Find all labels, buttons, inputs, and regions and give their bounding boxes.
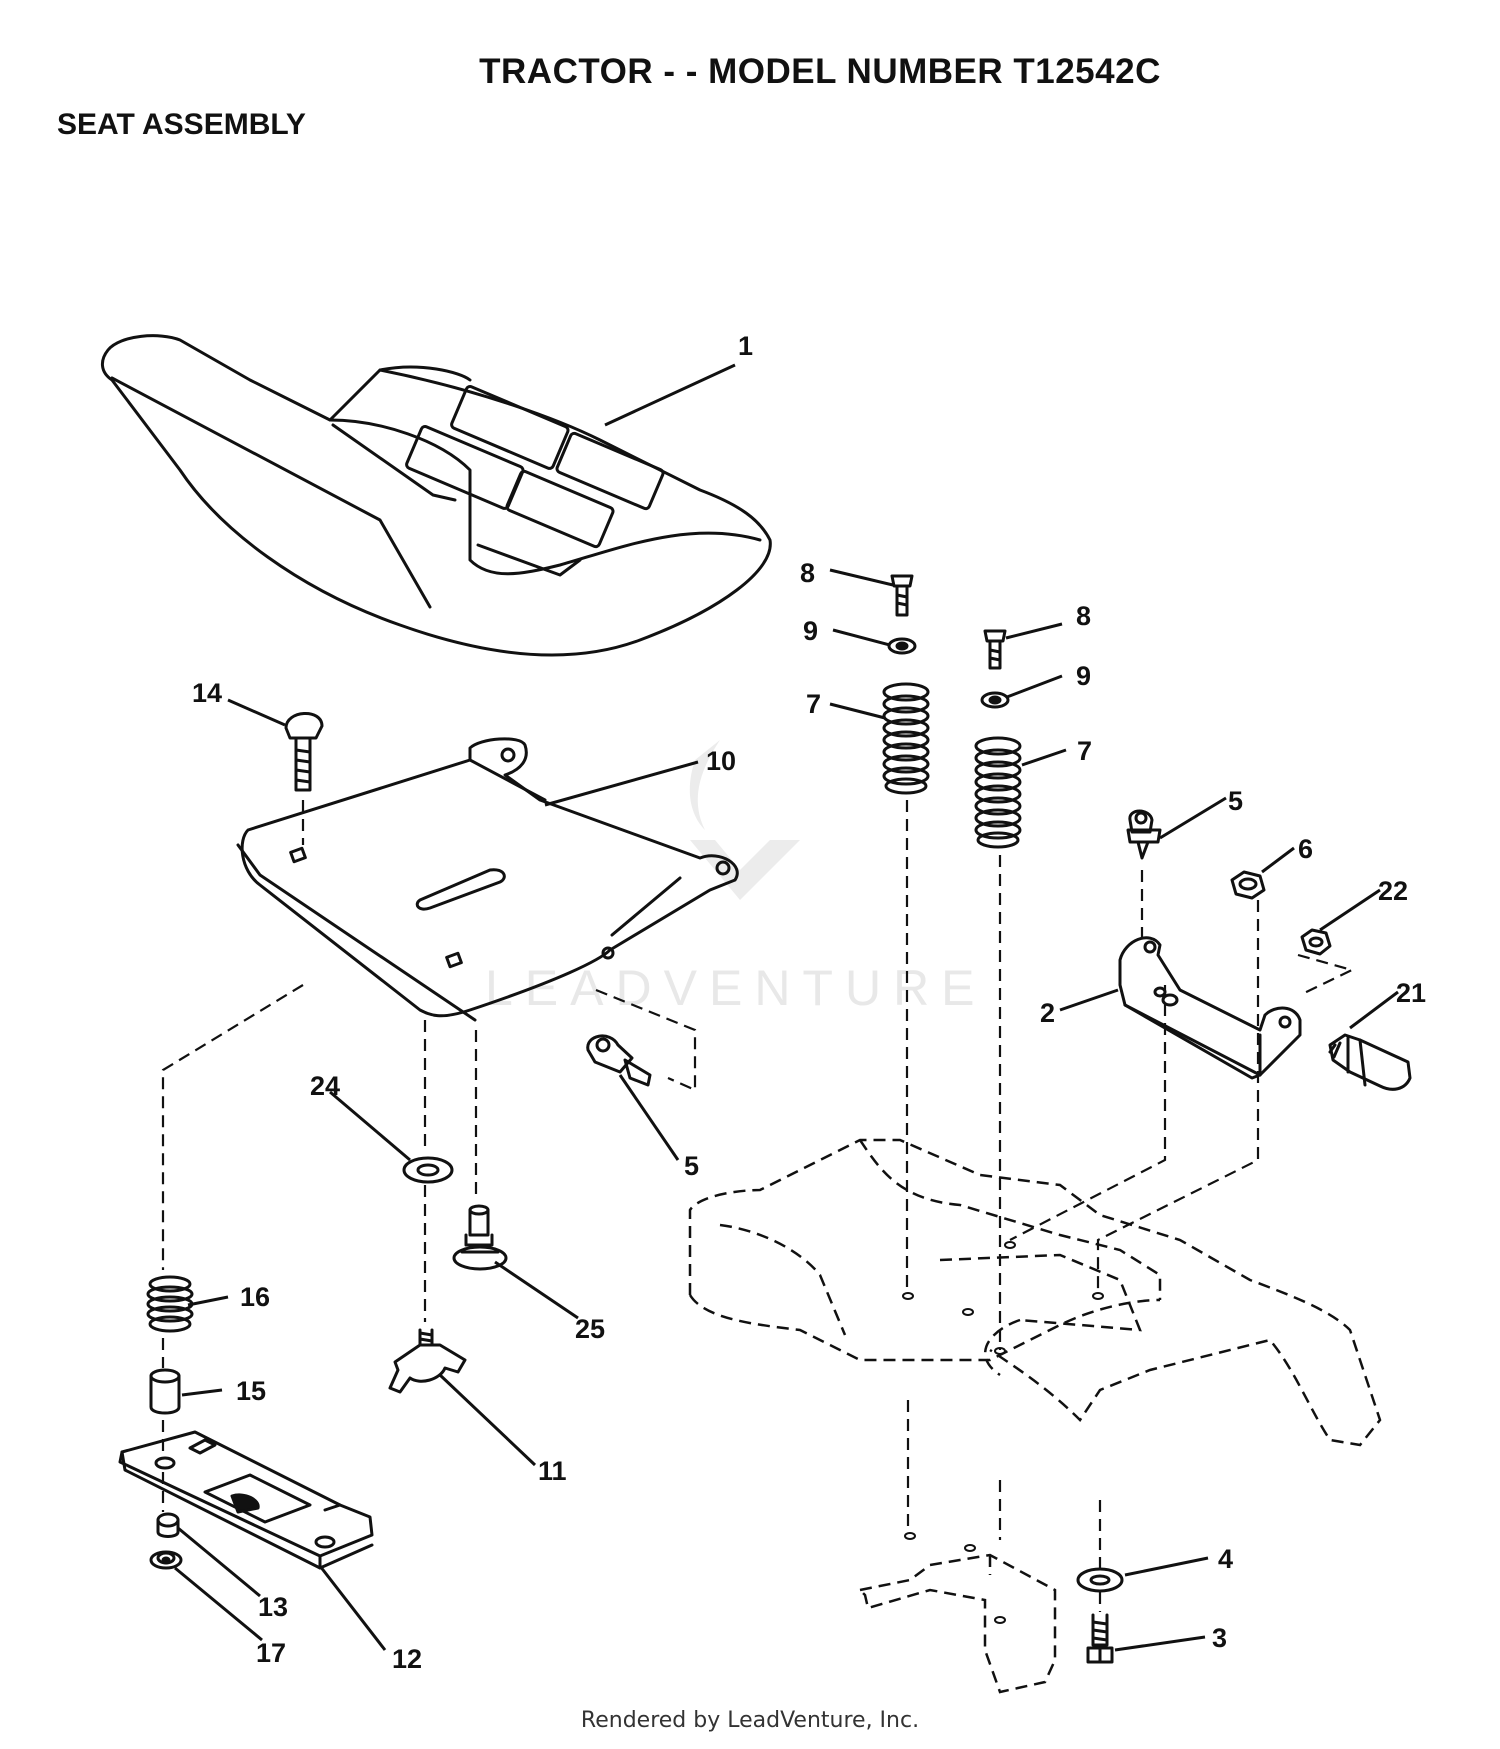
frame-holes bbox=[902, 1241, 1104, 1624]
bolt-rear bbox=[1086, 1613, 1114, 1664]
callout-13: 13 bbox=[258, 1592, 288, 1622]
lockwasher-right bbox=[980, 691, 1010, 709]
callout-1: 1 bbox=[738, 331, 753, 361]
seat-pan bbox=[236, 737, 739, 1022]
callout-14: 14 bbox=[192, 678, 222, 708]
callout-17: 17 bbox=[256, 1638, 286, 1668]
callout-10: 10 bbox=[706, 746, 736, 776]
watermark-text: LEADVENTURE bbox=[485, 960, 987, 1016]
shoulder-bolt bbox=[452, 1204, 508, 1271]
nut-slide bbox=[156, 1512, 180, 1538]
spring-small bbox=[146, 1275, 194, 1333]
callout-5-lower: 5 bbox=[684, 1151, 699, 1181]
washer-slide bbox=[149, 1550, 183, 1570]
screw-left bbox=[890, 574, 914, 617]
callout-9-left: 9 bbox=[803, 616, 818, 646]
nut-bracket bbox=[1230, 870, 1266, 900]
washer-rear bbox=[1076, 1567, 1124, 1593]
callout-22: 22 bbox=[1378, 876, 1408, 906]
callout-15: 15 bbox=[236, 1376, 266, 1406]
callout-25: 25 bbox=[575, 1314, 605, 1344]
lockwasher-left bbox=[887, 637, 917, 655]
spring-left bbox=[882, 682, 930, 795]
adjustment-knob bbox=[388, 1328, 467, 1394]
callout-5-upper: 5 bbox=[1228, 786, 1243, 816]
washer-flat bbox=[402, 1156, 454, 1184]
carriage-bolt bbox=[284, 712, 324, 792]
callout-9-right: 9 bbox=[1076, 661, 1091, 691]
page-title: TRACTOR - - MODEL NUMBER T12542C bbox=[479, 52, 1161, 91]
callout-3: 3 bbox=[1212, 1623, 1227, 1653]
clip-lower bbox=[586, 1034, 652, 1087]
section-title: SEAT ASSEMBLY bbox=[57, 108, 306, 141]
callout-7-right: 7 bbox=[1077, 736, 1092, 766]
footer-credit: Rendered by LeadVenture, Inc. bbox=[580, 1708, 920, 1733]
clip-upper bbox=[1126, 809, 1162, 860]
nut-hex bbox=[1300, 928, 1332, 956]
callout-8-left: 8 bbox=[800, 558, 815, 588]
spring-right bbox=[974, 736, 1022, 849]
slide-plate bbox=[118, 1430, 374, 1570]
callout-16: 16 bbox=[240, 1282, 270, 1312]
alignment-lines bbox=[161, 800, 1356, 1612]
callout-12: 12 bbox=[392, 1644, 422, 1674]
callout-21: 21 bbox=[1396, 978, 1426, 1008]
spacer bbox=[149, 1368, 181, 1415]
bolt-bracket bbox=[1328, 1033, 1412, 1091]
seat bbox=[101, 334, 772, 657]
leadventure-watermark: LEADVENTURE bbox=[485, 740, 987, 1016]
callout-6: 6 bbox=[1298, 834, 1313, 864]
callout-4: 4 bbox=[1218, 1544, 1233, 1574]
leader-lines bbox=[174, 363, 1399, 1652]
callout-2: 2 bbox=[1040, 998, 1055, 1028]
tractor-frame-outline bbox=[688, 1138, 1382, 1694]
callout-7-left: 7 bbox=[806, 689, 821, 719]
screw-right bbox=[983, 629, 1007, 670]
seat-bracket bbox=[1118, 936, 1302, 1080]
callout-8-right: 8 bbox=[1076, 601, 1091, 631]
callout-11: 11 bbox=[538, 1456, 567, 1486]
callout-24: 24 bbox=[310, 1071, 340, 1101]
callout-labels: 1 8 9 7 8 9 7 5 6 22 21 2 14 10 24 5 25 … bbox=[192, 331, 1426, 1674]
